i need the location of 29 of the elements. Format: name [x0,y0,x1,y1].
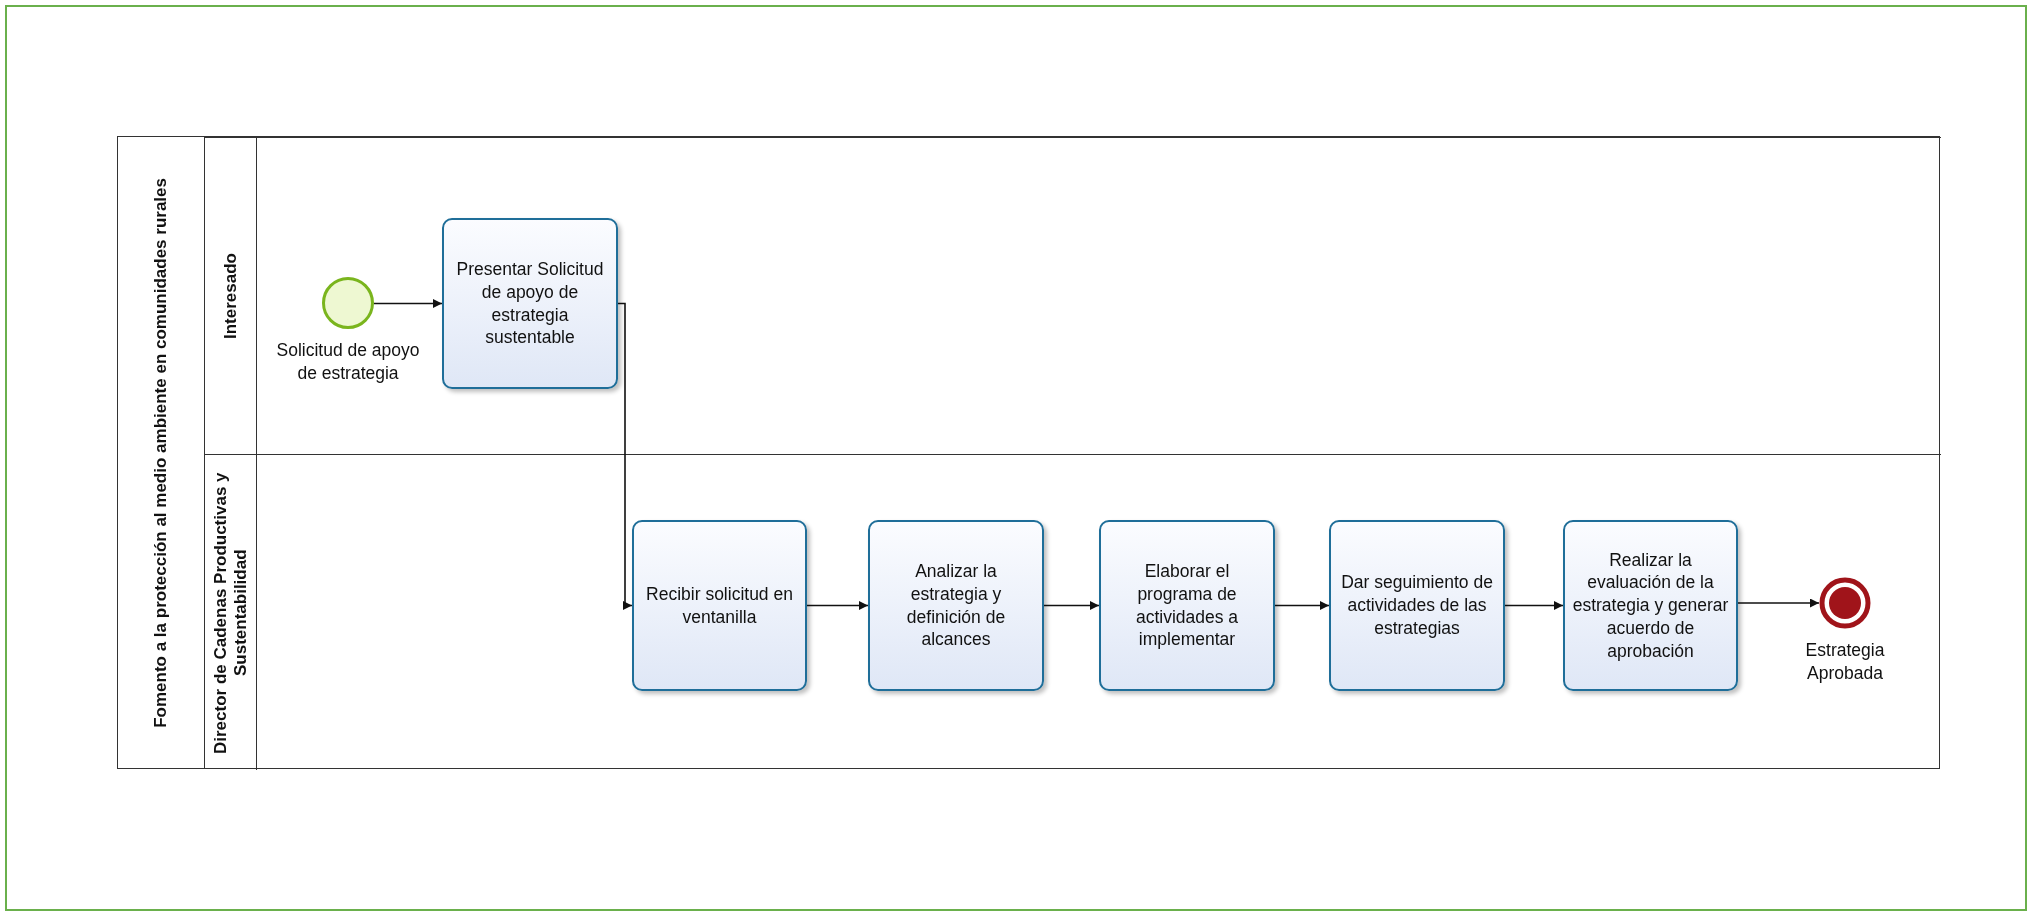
task-label: Recibir solicitud en ventanilla [645,582,794,629]
task-box [1563,520,1738,691]
start-event-circle [322,277,374,329]
pool-title: Fomento a la protección al medio ambiente en comunidades rurales [151,177,171,728]
task-label: Elaborar el programa de actividades a implementar [1134,560,1240,651]
task-box [1099,520,1275,691]
task-label: Analizar la estrategia y definición de alcances [905,560,1007,651]
sequence-arrow [373,299,443,308]
task-label: Presentar Solicitud de apoyo de estrategia sustentable [455,258,605,349]
sequence-arrow [617,302,633,610]
task-box [1329,520,1505,691]
sequence-arrow [1504,601,1564,610]
sequence-arrow [1043,601,1100,610]
swimlane [205,454,1941,770]
lane-title: Interesado [220,253,241,339]
task-label: Dar seguimiento de actividades de las estrategias [1340,571,1494,640]
swimlane [205,137,1941,454]
task-box [868,520,1044,691]
task-box [632,520,807,691]
pool [117,136,1940,769]
sequence-arrow [1274,601,1330,610]
task-box [442,218,618,389]
event-caption: Estrategia Aprobada [1804,639,1886,685]
sequence-arrow [1737,598,1820,608]
task-label: Realizar la evaluación de la estrategia y generar acuerdo de aprobación [1571,548,1730,663]
sequence-arrow [806,601,869,610]
lane-title: Director de Cadenas Productivas y Sustentabilidad [210,470,251,756]
event-caption: Solicitud de apoyo de estrategia [275,339,421,385]
end-event-circle [1819,577,1871,629]
